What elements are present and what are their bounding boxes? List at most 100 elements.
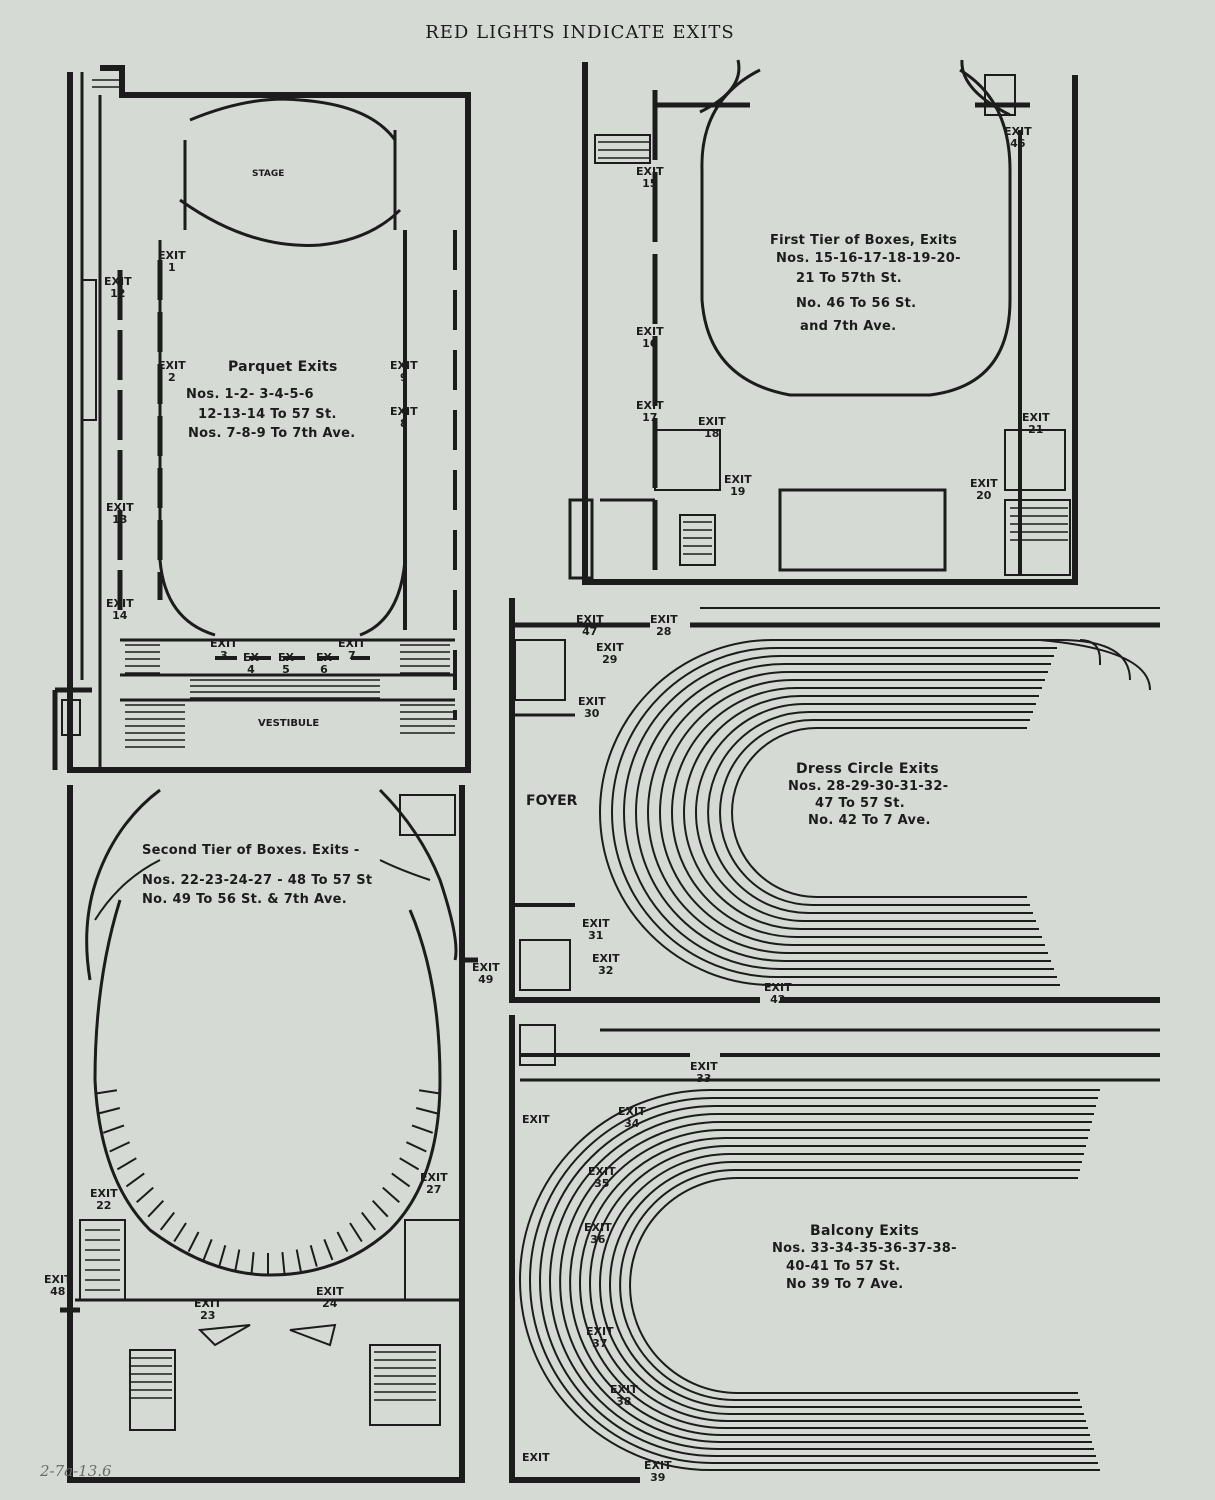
box-partition	[95, 1089, 118, 1095]
dress-circle-title: Dress Circle Exits	[796, 761, 939, 777]
exit-word: EXIT	[106, 597, 134, 610]
exit-word: EXIT	[472, 961, 500, 974]
exit-number: 15	[642, 177, 658, 190]
box-partition	[218, 1245, 227, 1267]
exit-number: 46	[1010, 137, 1026, 150]
parquet-line-3: Nos. 7-8-9 To 7th Ave.	[188, 426, 356, 441]
exit-word: EXIT	[106, 501, 134, 514]
dress-circle-aisle	[707, 711, 1033, 914]
exit-word: EXIT	[582, 917, 610, 930]
parquet-title: Parquet Exits	[228, 359, 338, 375]
box-partition	[250, 1252, 255, 1275]
exit-number: 37	[592, 1337, 608, 1350]
parquet-line-1: Nos. 1-2- 3-4-5-6	[186, 387, 314, 402]
box-partition	[323, 1239, 334, 1261]
balcony-aisle	[629, 1177, 1078, 1394]
first-tier-plan	[568, 59, 1078, 585]
balcony-line-2: 40-41 To 57 St.	[786, 1259, 901, 1274]
exit-number: 49	[478, 973, 494, 986]
dress-circle-aisle	[731, 727, 1027, 898]
exit-number: 48	[50, 1285, 66, 1298]
exit-word: EXIT	[420, 1171, 448, 1184]
exit-word: EXIT	[1022, 411, 1050, 424]
exit-number: 30	[584, 707, 600, 720]
dress-circle-aisle	[695, 703, 1036, 922]
exit-number: 18	[704, 427, 720, 440]
first-tier-line-4: and 7th Ave.	[800, 319, 897, 334]
first-tier-line-1: Nos. 15-16-17-18-19-20-	[776, 251, 961, 266]
balcony-aisle	[569, 1129, 1090, 1436]
balcony-aisle	[579, 1137, 1088, 1429]
balcony-line-1: Nos. 33-34-35-36-37-38-	[772, 1241, 957, 1256]
second-tier-line-2: No. 49 To 56 St. & 7th Ave.	[142, 892, 347, 907]
dress-circle-aisle	[671, 687, 1042, 938]
exit-number: 29	[602, 653, 618, 666]
exit-number: 36	[590, 1233, 606, 1246]
exit-word: EXIT	[158, 249, 186, 262]
exit-marker-balcony: EXIT	[522, 1114, 550, 1126]
exit-number: 3	[219, 649, 228, 662]
exit-word: EXIT	[210, 637, 238, 650]
box-partition	[295, 1249, 302, 1272]
exit-number: 42	[770, 993, 786, 1006]
exit-word: EXIT	[390, 359, 418, 372]
balcony-aisle	[519, 1089, 1100, 1471]
exit-number: 17	[642, 411, 658, 424]
exit-number: 23	[200, 1309, 216, 1322]
box-partition	[136, 1186, 154, 1203]
balcony-aisle	[599, 1153, 1084, 1415]
balcony-aisle	[559, 1121, 1092, 1443]
exit-word: EXIT	[578, 695, 606, 708]
box-partition	[234, 1249, 241, 1272]
exit-number: 5	[282, 663, 290, 676]
exit-number: 33	[696, 1072, 712, 1085]
exit-number: 13	[112, 513, 128, 526]
exit-word: EXIT	[610, 1383, 638, 1396]
exit-word: EXIT	[636, 165, 664, 178]
second-tier-line-1: Nos. 22-23-24-27 - 48 To 57 St	[142, 873, 373, 888]
exit-number: 21	[1028, 423, 1044, 436]
box-partition	[405, 1141, 427, 1153]
exit-number: 9	[399, 371, 408, 384]
exit-word: EXIT	[158, 359, 186, 372]
exit-number: 20	[976, 489, 992, 502]
box-partition	[102, 1124, 125, 1134]
exit-word: EXIT	[588, 1165, 616, 1178]
first-tier-title: First Tier of Boxes, Exits	[770, 233, 958, 248]
exit-marker-balcony: EXIT	[522, 1452, 550, 1464]
exit-number: 7	[347, 649, 356, 662]
dress-circle-aisle	[647, 671, 1048, 954]
box-partition	[336, 1231, 349, 1253]
balcony-aisle	[529, 1097, 1098, 1464]
exit-word: EXIT	[522, 1113, 550, 1126]
box-partition	[98, 1107, 121, 1115]
dress-circle-aisle	[659, 679, 1045, 946]
exit-number: 31	[588, 929, 604, 942]
box-partition	[125, 1172, 145, 1188]
second-tier-title: Second Tier of Boxes. Exits -	[142, 843, 360, 858]
box-partition	[281, 1252, 286, 1275]
stage-label: STAGE	[252, 169, 285, 179]
